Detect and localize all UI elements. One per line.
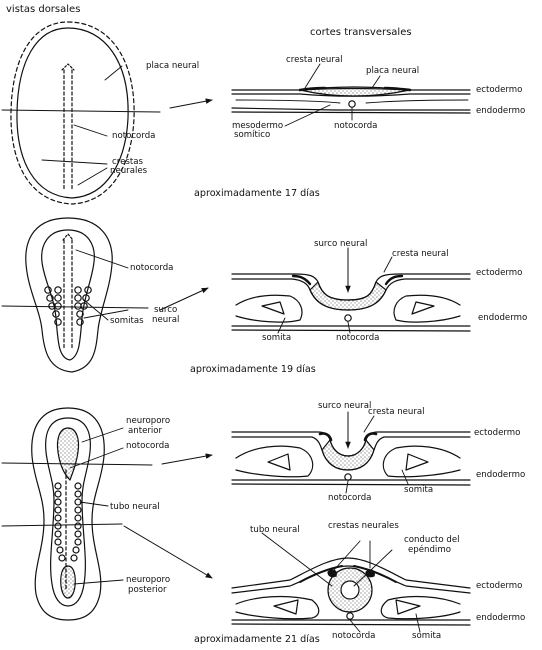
label-neuroporo-posterior-line1: neuroporo <box>126 576 170 585</box>
label-crestas-neurales: crestas neurales <box>328 522 399 531</box>
somite <box>268 454 290 470</box>
label-notocorda-a: notocorda <box>328 494 371 503</box>
label-notocorda: notocorda <box>334 122 377 131</box>
posterior-neuropore <box>61 566 75 598</box>
section-arrow-1 <box>170 100 212 108</box>
stage1-transverse-section <box>232 64 470 126</box>
label-tubo-neural-dorsal: tubo neural <box>110 503 160 512</box>
label-ectodermo-a: ectodermo <box>474 429 520 438</box>
stage2-dorsal-view <box>2 218 148 372</box>
embryo-outline <box>26 218 112 372</box>
section-line-3 <box>2 463 152 465</box>
endoderm <box>232 108 470 110</box>
label-ectodermo-b: ectodermo <box>476 582 522 591</box>
stage2-transverse-section <box>232 248 470 333</box>
label-surco-line2: neural <box>152 316 179 325</box>
stage3a-transverse-section <box>232 412 470 493</box>
label-endodermo: endodermo <box>478 314 527 323</box>
stage1-caption: aproximadamente 17 días <box>194 188 320 199</box>
transverse-sections-header: cortes transversales <box>310 27 412 38</box>
notochord <box>345 315 351 321</box>
neural-groove <box>64 240 72 348</box>
label-endodermo-a: endodermo <box>476 471 525 480</box>
label-somita-b: somita <box>412 632 441 641</box>
label-surco-neural: surco neural <box>318 402 371 411</box>
label-notocorda-dorsal: notocorda <box>112 132 155 141</box>
notochord <box>345 474 351 480</box>
label-neuroporo-anterior-line2: anterior <box>128 427 162 436</box>
section-arrow-4 <box>124 526 212 578</box>
label-neuroporo-posterior-line2: posterior <box>128 586 167 595</box>
section-arrow-3 <box>162 455 212 464</box>
label-cresta-neural: cresta neural <box>368 408 425 417</box>
section-line-1 <box>2 110 160 112</box>
label-cresta-neural: cresta neural <box>286 56 343 65</box>
label-endodermo: endodermo <box>476 107 525 116</box>
stage1-dorsal-view <box>2 22 160 204</box>
label-placa-neural: placa neural <box>366 67 419 76</box>
label-placa-neural-dorsal: placa neural <box>146 62 199 71</box>
label-somitas: somitas <box>110 317 144 326</box>
stage3-caption: aproximadamente 21 días <box>194 634 320 645</box>
dorsal-views-header: vistas dorsales <box>6 4 80 15</box>
ectoderm <box>232 432 470 456</box>
notochord <box>349 101 355 107</box>
label-neuroporo-anterior-line1: neuroporo <box>126 417 170 426</box>
notochord <box>347 613 353 619</box>
label-ectodermo: ectodermo <box>476 86 522 95</box>
label-conducto-line2: epéndimo <box>408 546 451 555</box>
label-tubo-neural: tubo neural <box>250 526 300 535</box>
anterior-neuropore <box>57 428 78 480</box>
label-endodermo-b: endodermo <box>476 614 525 623</box>
label-notocorda-b: notocorda <box>332 632 375 641</box>
label-mesodermo-line2: somítico <box>234 131 270 140</box>
label-notocorda: notocorda <box>336 334 379 343</box>
label-crestas-line2: neurales <box>110 167 147 176</box>
somite <box>45 287 51 293</box>
label-somita-a: somita <box>404 486 433 495</box>
label-ectodermo: ectodermo <box>476 269 522 278</box>
label-cresta-neural: cresta neural <box>392 250 449 259</box>
label-conducto-line1: conducto del <box>404 536 460 545</box>
label-surco-neural: surco neural <box>314 240 367 249</box>
label-notocorda-dorsal: notocorda <box>126 442 169 451</box>
notochord-dashed <box>64 70 72 190</box>
somite <box>274 600 298 614</box>
section-line-4 <box>2 524 122 526</box>
label-notocorda-dorsal: notocorda <box>130 264 173 273</box>
label-somita: somita <box>262 334 291 343</box>
label-surco-line1: surco <box>154 306 177 315</box>
stage2-caption: aproximadamente 19 días <box>190 364 316 375</box>
somite <box>262 302 284 314</box>
